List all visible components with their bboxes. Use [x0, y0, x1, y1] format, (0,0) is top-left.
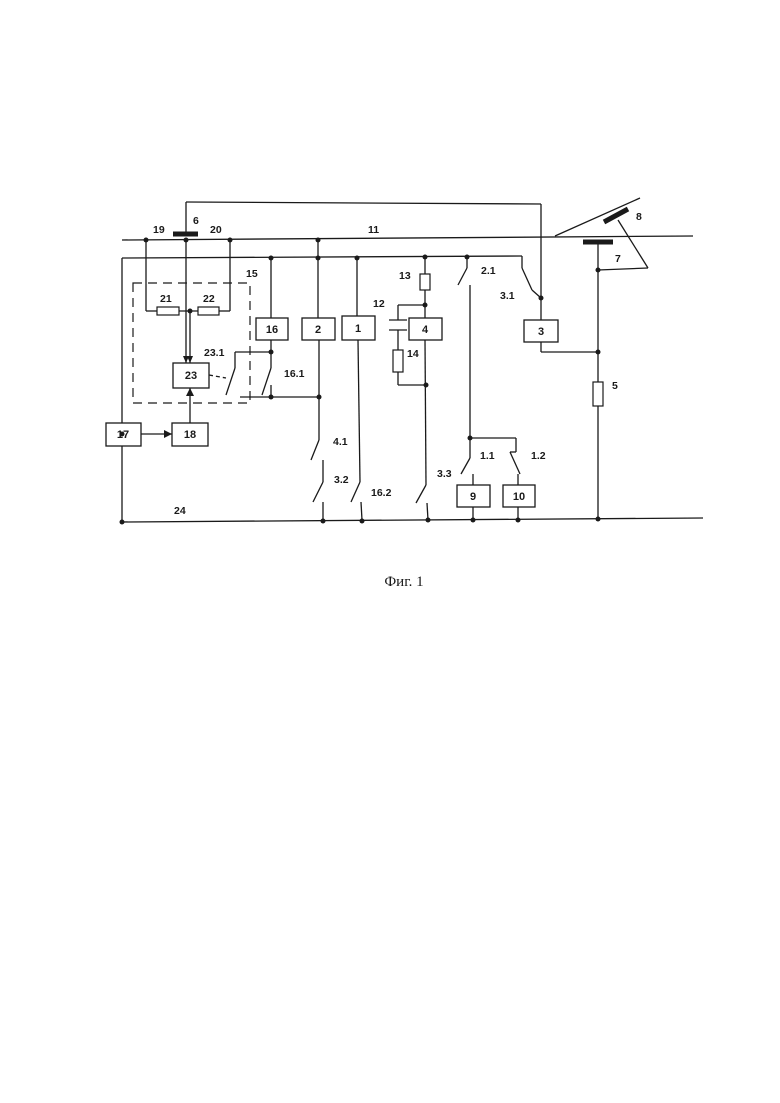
- label-contact-3-2: 3.2: [334, 474, 349, 486]
- label-contact-3-3: 3.3: [437, 468, 452, 480]
- contact-3-1: [522, 268, 532, 290]
- label-contact-3-1: 3.1: [500, 290, 515, 302]
- label-block-3: 3: [538, 326, 544, 338]
- label-contact-4-1: 4.1: [333, 436, 348, 448]
- label-block-2: 2: [315, 324, 321, 336]
- label-6: 6: [193, 215, 199, 227]
- contact-23-1: [226, 368, 235, 395]
- label-contact-1-1: 1.1: [480, 450, 495, 462]
- label-resistor-21: 21: [160, 293, 172, 305]
- label-24: 24: [174, 505, 186, 517]
- arrow-into-23-b: [187, 356, 193, 363]
- label-15: 15: [246, 268, 258, 280]
- contact-1-1: [461, 458, 470, 474]
- label-block-18: 18: [184, 429, 196, 441]
- label-block-4: 4: [422, 324, 429, 336]
- arrow-17-to-18: [164, 430, 172, 438]
- resistor-22: [198, 307, 219, 315]
- contact-4-1: [311, 440, 319, 460]
- label-block-9: 9: [470, 491, 476, 503]
- label-8: 8: [636, 211, 642, 223]
- label-block-1: 1: [355, 323, 361, 335]
- secondary-bus: [122, 256, 522, 258]
- label-contact-23-1: 23.1: [204, 347, 225, 359]
- label-resistor-13: 13: [399, 270, 411, 282]
- resistor-21: [157, 307, 179, 315]
- label-7: 7: [615, 253, 621, 265]
- contact-3-2: [313, 482, 323, 502]
- label-block-17: 17: [117, 429, 129, 441]
- label-block-16: 16: [266, 324, 278, 336]
- arrow-18-to-23: [186, 388, 194, 396]
- line-24: [122, 518, 703, 522]
- capacitor-12: [389, 320, 407, 330]
- resistor-5: [593, 382, 603, 406]
- label-19: 19: [153, 224, 165, 236]
- label-11: 11: [368, 224, 379, 236]
- figure-caption: Фиг. 1: [384, 574, 423, 590]
- contact-2-1: [458, 268, 467, 285]
- label-12: 12: [373, 298, 385, 310]
- label-resistor-14: 14: [407, 348, 419, 360]
- label-contact-16-2: 16.2: [371, 487, 392, 499]
- label-block-10: 10: [513, 491, 525, 503]
- label-resistor-5: 5: [612, 380, 618, 392]
- resistor-14: [393, 350, 403, 372]
- line-11: [122, 236, 693, 240]
- label-block-23: 23: [185, 370, 197, 382]
- contact-1-2: [510, 452, 520, 474]
- wires: [122, 198, 703, 522]
- label-resistor-22: 22: [203, 293, 215, 305]
- label-20: 20: [210, 224, 222, 236]
- contact-16-2: [351, 482, 360, 502]
- contact-3-3: [416, 485, 426, 503]
- contact-bar-8: [604, 209, 628, 222]
- contact-16-1: [262, 368, 271, 395]
- resistor-13: [420, 274, 430, 290]
- label-contact-2-1: 2.1: [481, 265, 496, 277]
- label-contact-16-1: 16.1: [284, 368, 305, 380]
- label-contact-1-2: 1.2: [531, 450, 546, 462]
